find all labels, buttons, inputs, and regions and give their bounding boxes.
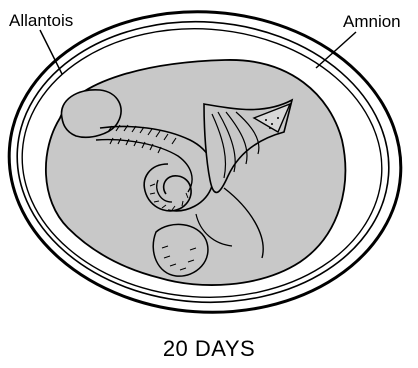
diagram-caption: 20 DAYS	[0, 338, 418, 360]
label-allantois: Allantois	[9, 12, 73, 29]
label-amnion: Amnion	[343, 13, 401, 30]
yolk-sac	[153, 224, 208, 276]
